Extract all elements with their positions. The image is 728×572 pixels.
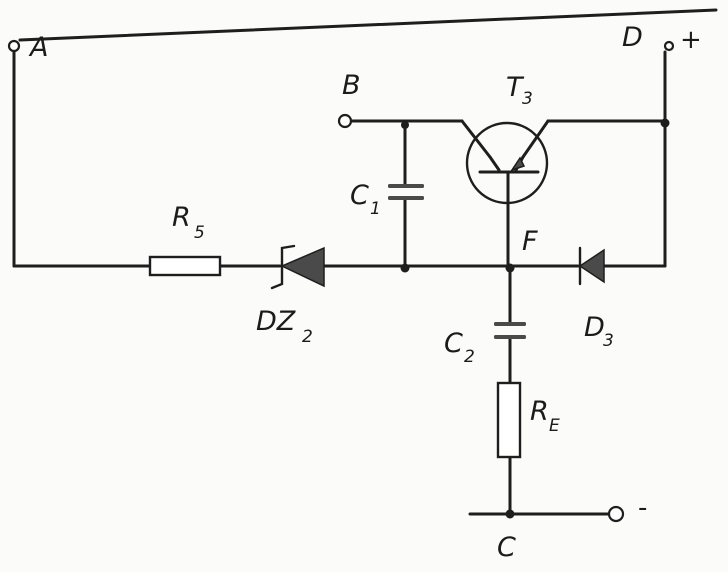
label-r5: R 5 [172,202,205,243]
label-b: B [342,70,361,101]
label-d: D [622,22,643,53]
svg-text:R: R [172,202,191,233]
resistor-r5 [148,255,222,277]
label-d3: D 3 [584,312,614,351]
capacitor-c1 [388,184,424,200]
wire-emitter-lead [521,119,550,159]
label-f: F [522,226,538,257]
label-c2: C 2 [444,328,475,367]
transistor-t3 [465,121,549,205]
terminal-b [337,113,353,129]
diode-d3 [578,246,605,286]
svg-text:T: T [506,72,525,103]
label-plus: + [680,25,702,55]
svg-text:1: 1 [370,199,381,219]
wire-top-a-to-d [18,8,718,42]
label-c: C [497,532,516,563]
label-re: R E [530,396,560,436]
svg-text:D: D [584,312,605,343]
svg-text:R: R [530,396,549,427]
svg-text:2: 2 [464,347,475,367]
svg-text:E: E [549,416,560,436]
zener-diode-dz2 [270,244,325,290]
svg-text:DZ: DZ [256,306,296,337]
svg-text:3: 3 [603,331,614,351]
label-c1: C 1 [350,180,381,219]
junction-c [505,509,515,519]
svg-text:C: C [444,328,463,359]
wires [12,8,718,516]
capacitor-c2 [494,322,526,339]
terminal-minus [607,505,625,523]
svg-text:3: 3 [522,89,533,109]
junction-c1-top [401,121,409,129]
junction-right-top [660,118,670,128]
svg-text:C: C [350,180,369,211]
terminal-d [663,40,675,52]
resistor-re [496,381,522,459]
svg-text:5: 5 [194,223,205,243]
label-minus: - [638,493,647,523]
label-dz2: DZ 2 [256,306,313,347]
label-a: A [28,32,48,63]
terminal-a [7,39,21,53]
label-t3: T 3 [506,72,533,109]
junction-c1-bottom [400,263,410,273]
svg-text:2: 2 [302,327,313,347]
junction-f [505,263,515,273]
